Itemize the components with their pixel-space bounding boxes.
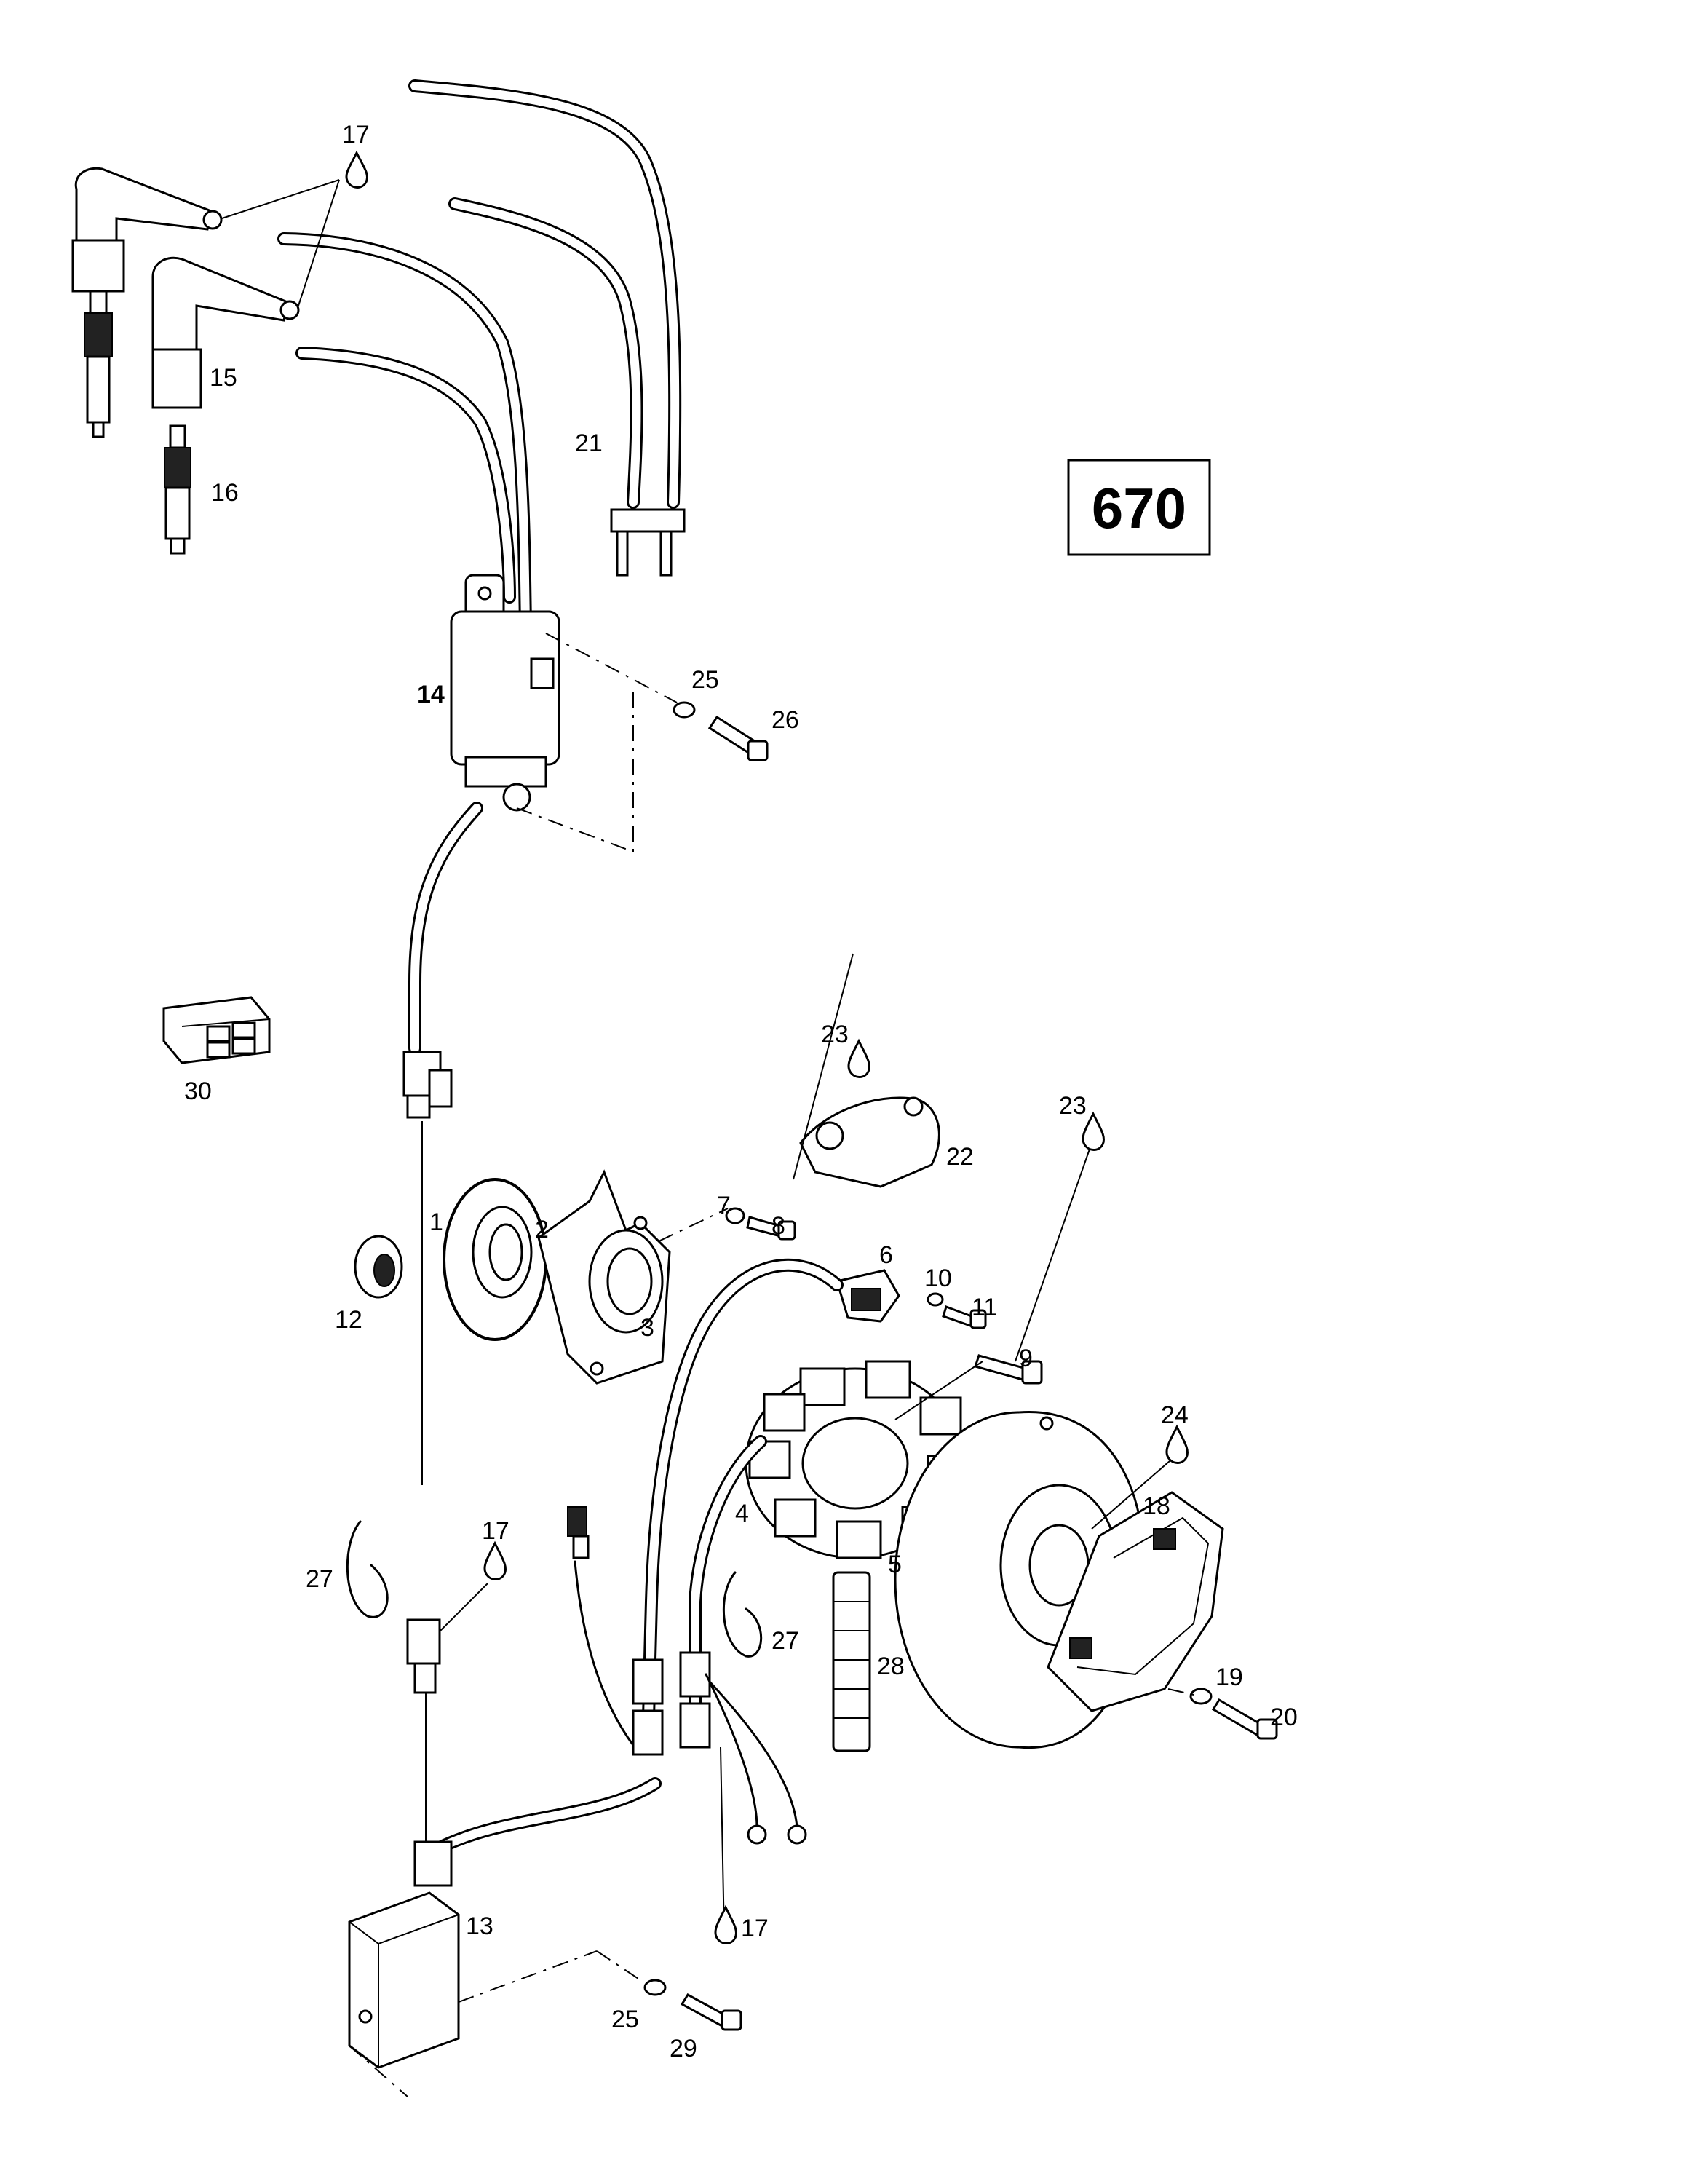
callout-11: 11 [972, 1294, 997, 1321]
callout-labels: 17 15 16 21 14 25 26 30 23 23 22 1 2 7 8… [184, 121, 1298, 2062]
coil-washer-25 [673, 701, 696, 719]
bolt-29 [680, 1993, 742, 2031]
callout-17: 17 [342, 121, 370, 149]
drop-icon [1082, 1111, 1105, 1151]
callout-21: 21 [575, 430, 603, 457]
washer-19 [1189, 1688, 1213, 1705]
callout-12: 12 [335, 1306, 362, 1334]
callout-22: 22 [946, 1143, 974, 1171]
washer-10 [927, 1292, 944, 1307]
spark-plug-16 [164, 424, 191, 555]
trigger-coil-6 [836, 1269, 900, 1323]
callout-1: 1 [429, 1208, 443, 1236]
callout-3: 3 [640, 1314, 654, 1342]
spark-plug-cap-15 [151, 256, 300, 409]
washer-25-lower [643, 1979, 667, 1996]
callout-15: 15 [210, 364, 237, 392]
coil-bolt-26 [707, 715, 769, 761]
callout-17: 17 [741, 1915, 769, 1942]
connector-housing-30 [162, 996, 271, 1064]
screw-8 [746, 1216, 796, 1241]
callout-29: 29 [670, 2035, 697, 2062]
ignition-coil [450, 574, 560, 812]
coil-wire-connector [406, 1618, 441, 1694]
callout-25: 25 [611, 2006, 639, 2033]
callout-28: 28 [877, 1653, 905, 1680]
screw-20 [1211, 1698, 1278, 1740]
harness-plug-left [632, 1658, 664, 1756]
sleeve-28 [832, 1571, 871, 1752]
callout-14: 14 [417, 681, 445, 708]
callout-4: 4 [735, 1500, 749, 1527]
callout-23: 23 [821, 1021, 849, 1048]
callout-24: 24 [1161, 1401, 1189, 1429]
callout-10: 10 [924, 1265, 952, 1292]
callout-13: 13 [466, 1912, 493, 1940]
callout-20: 20 [1270, 1704, 1298, 1731]
cdi-module-13 [348, 1840, 460, 2069]
model-number-box: 670 [1067, 459, 1211, 556]
callout-30: 30 [184, 1077, 212, 1105]
drop-icon [345, 150, 368, 189]
callout-7: 7 [717, 1192, 731, 1219]
high-tension-wires [277, 79, 686, 633]
drop-icon [847, 1038, 870, 1078]
callout-23: 23 [1059, 1092, 1087, 1120]
screw-11 [942, 1305, 987, 1329]
drop-icon [483, 1540, 507, 1580]
callout-19: 19 [1215, 1663, 1243, 1691]
oil-seal-2 [472, 1206, 533, 1299]
callout-27: 27 [771, 1627, 799, 1655]
magneto-housing-3 [537, 1169, 671, 1385]
callout-18: 18 [1143, 1492, 1170, 1520]
callout-5: 5 [888, 1551, 902, 1578]
starting-pulley-18 [1047, 1491, 1224, 1712]
callout-16: 16 [211, 479, 239, 507]
coil-lead-connector [402, 1051, 453, 1119]
drop-icon [1165, 1424, 1189, 1464]
harness-plug-right [679, 1651, 711, 1749]
callout-27: 27 [306, 1565, 333, 1593]
callout-6: 6 [879, 1241, 893, 1269]
tie-wrap-27-left [346, 1520, 389, 1618]
screw-9 [974, 1354, 1043, 1385]
callout-25: 25 [691, 666, 719, 694]
grommet-12 [354, 1235, 403, 1299]
model-number: 670 [1092, 476, 1186, 540]
callout-17: 17 [482, 1517, 509, 1545]
callout-26: 26 [771, 706, 799, 734]
lock-washer-7 [725, 1207, 745, 1224]
spark-plug-upper [84, 290, 113, 438]
cover-22 [799, 1096, 940, 1188]
tie-wrap-27-right [722, 1571, 763, 1658]
callout-9: 9 [1019, 1345, 1033, 1372]
harness-connector-small [567, 1506, 590, 1559]
drop-icon [714, 1904, 737, 1944]
callout-2: 2 [535, 1216, 549, 1243]
callout-8: 8 [771, 1212, 785, 1240]
